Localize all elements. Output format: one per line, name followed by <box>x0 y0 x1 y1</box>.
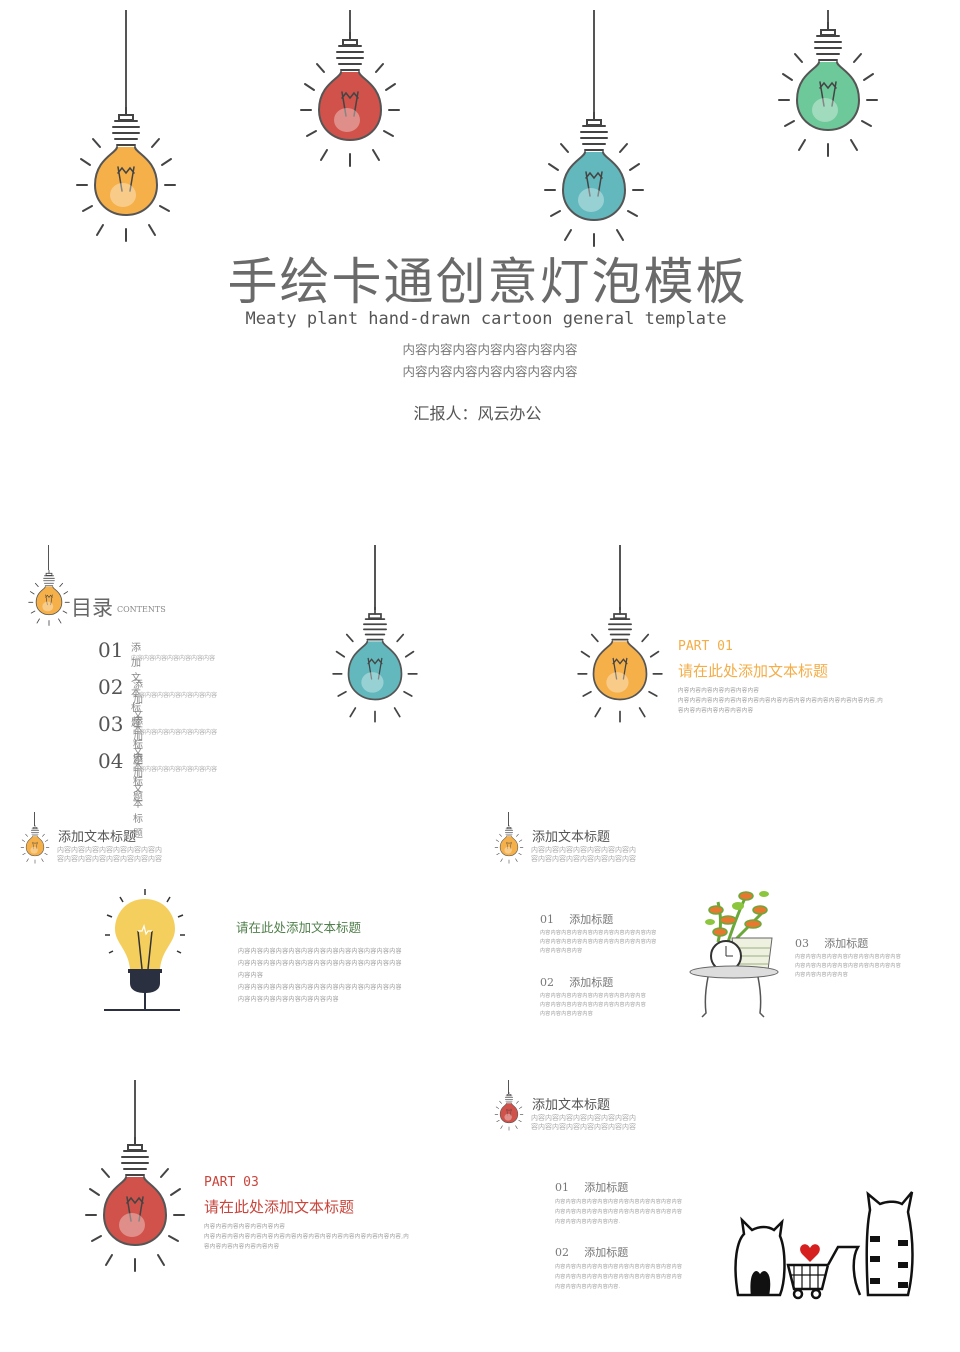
toc-title: 目录 <box>71 596 113 620</box>
item-num: 01 <box>555 1181 569 1194</box>
toc-item-title: 添加文本标题 <box>131 643 141 729</box>
yellow-bulb-icon <box>26 570 72 628</box>
bulb-wire <box>48 545 49 570</box>
bulb-wire <box>134 1080 136 1140</box>
toc-item-title: 添加文本标题 <box>133 680 143 766</box>
teal-bulb-icon <box>539 112 649 252</box>
toc-item-desc: 内容内容内容内容内容内容内容 <box>133 766 218 773</box>
body-line: 内容内容内容内容内容内容内容内容内容内容 <box>540 1002 647 1008</box>
bulb-wire <box>508 1080 509 1094</box>
body-line: 内容内容内容内容内容内容内容内容内容内容内容内容内容 <box>238 984 402 991</box>
body-line: 内容内容内容内容内容内容内容内容内容内容内容内容内容内容内容内容内容,内 <box>204 1234 410 1240</box>
item-title: 添加标题 <box>584 1181 629 1194</box>
body-line: 内容内容内容内容内容内容内容内容内容内容内容内容 <box>555 1264 683 1270</box>
item-title: 添加标题 <box>569 976 614 989</box>
slide-header: 添加文本标题 <box>532 1098 611 1113</box>
toc-title-en: CONTENTS <box>117 605 166 614</box>
toc-num: 03 <box>98 712 124 736</box>
toc-item-title: 添加文本标题 <box>133 717 143 803</box>
part-label: PART 03 <box>204 1175 259 1190</box>
body-line: 内容内容内容内容内容内容内容内容 <box>238 996 339 1003</box>
part-label: PART 01 <box>678 639 733 654</box>
slide-header-desc: 内容内容内容内容内容内容内容内容内容内容内容内容内容内容内容 <box>57 846 162 863</box>
part-title: 请在此处添加文本标题 <box>678 662 829 680</box>
item-num: 03 <box>795 937 809 950</box>
flat-lightbulb-icon <box>104 889 185 1011</box>
slide-header-desc: 内容内容内容内容内容内容内容内容内容内容内容内容内容内容内容 <box>531 846 636 863</box>
bulb-wire <box>125 10 127 108</box>
part-body: 内容内容内容内容内容内容内容内容内容内容内容内容内容内容内容内容内容内容内容内容… <box>678 686 883 716</box>
body-line: 容内容内容内容内容内容内容 <box>678 708 754 714</box>
bulb-wire <box>593 10 595 114</box>
part-title: 请在此处添加文本标题 <box>204 1198 355 1216</box>
body-line: 内容内容内容内容内容内容内容内容内容内容内容内容内容内容内容内容内容,内 <box>678 698 884 704</box>
body-line: 内容内容内容内容内容内容. <box>555 1284 621 1290</box>
list-item: 02 添加标题 内容内容内容内容内容内容内容内容内容内容内容内容内容内容内容内容… <box>555 1241 682 1292</box>
toc-num: 01 <box>98 638 124 662</box>
part-body: 内容内容内容内容内容内容内容内容内容内容内容内容内容内容内容内容内容内容内容内容… <box>204 1222 409 1252</box>
item-title: 添加标题 <box>584 1246 629 1259</box>
body-line: 内容内容内容内容内容内容内容内容内容内容内容 <box>540 930 657 936</box>
slide-title: 请在此处添加文本标题 <box>236 920 362 935</box>
plant-table-illustration <box>689 891 779 1018</box>
toc-item-desc: 内容内容内容内容内容内容内容 <box>133 729 218 736</box>
cats-illustration <box>734 1191 914 1300</box>
list-item: 02 添加标题 内容内容内容内容内容内容内容内容内容内容内容内容内容内容内容内容… <box>540 971 646 1019</box>
toc-item-desc: 内容内容内容内容内容内容内容 <box>131 655 216 662</box>
body-line: 容内容内容内容内容内容内容 <box>204 1244 280 1250</box>
body-line: 内容内容内容内容内容内容. <box>555 1219 621 1225</box>
bulb-wire <box>374 545 376 610</box>
red-bulb-icon <box>295 32 405 172</box>
body-line: 内容内容内容内容 <box>540 948 583 954</box>
toc-item-title: 添加文本标题 <box>133 754 143 840</box>
cover-subtitle: Meaty plant hand-drawn cartoon general t… <box>245 309 727 329</box>
slide-header-desc: 内容内容内容内容内容内容内容内容内容内容内容内容内容内容内容 <box>531 1114 636 1131</box>
item-num: 02 <box>540 976 554 989</box>
list-item: 01 添加标题 内容内容内容内容内容内容内容内容内容内容内容内容内容内容内容内容… <box>555 1176 682 1227</box>
toc-num: 04 <box>98 749 124 773</box>
toc-num: 02 <box>98 675 124 699</box>
toc-item-desc: 内容内容内容内容内容内容内容 <box>133 692 218 699</box>
bulb-wire <box>34 812 35 826</box>
yellow-bulb-icon <box>493 825 525 865</box>
body-line: 内容内容内容内容内容 <box>540 1011 594 1017</box>
cover-title: 手绘卡通创意灯泡模板 <box>227 253 748 311</box>
body-line: 内容内容内容内容内容 <box>795 972 849 978</box>
bulb-wire <box>619 545 621 610</box>
body-line: 内容内容内容内容内容内容内容内容内容内容内容内容 <box>555 1199 683 1205</box>
green-bulb-icon <box>773 22 883 162</box>
item-title: 添加标题 <box>569 913 614 926</box>
body-line: 内容内容内容内容内容内容内容内容内容内容内容 <box>540 939 657 945</box>
bulb-wire <box>827 10 829 24</box>
bulb-wire <box>349 10 351 34</box>
cover-line: 内容内容内容内容内容内容内容 <box>402 364 578 379</box>
red-bulb-icon <box>493 1092 525 1132</box>
cover-reporter: 汇报人：风云办公 <box>413 404 542 423</box>
red-bulb-icon <box>80 1137 190 1277</box>
body-line: 内容内容内容内容内容内容内容内容内容内容 <box>795 963 902 969</box>
teal-bulb-icon <box>328 607 422 727</box>
body-line: 内容内容内容内容内容内容内容内容内容内容内容内容 <box>555 1209 683 1215</box>
list-item: 01 添加标题 内容内容内容内容内容内容内容内容内容内容内容内容内容内容内容内容… <box>540 908 657 956</box>
body-line: 内容内容内容内容内容内容内容内容内容内容内容内容内容 <box>238 948 402 955</box>
list-item: 03 添加标题 内容内容内容内容内容内容内容内容内容内容内容内容内容内容内容内容… <box>795 932 901 980</box>
slide-header: 添加文本标题 <box>58 830 137 845</box>
body-line: 内容内容 <box>238 972 264 979</box>
slide-body: 内容内容内容内容内容内容内容内容内容内容内容内容内容内容内容内容内容内容内容内容… <box>238 946 402 1006</box>
item-title: 添加标题 <box>824 937 869 950</box>
cover-line: 内容内容内容内容内容内容内容 <box>402 342 578 357</box>
yellow-bulb-icon <box>573 607 667 727</box>
yellow-bulb-icon <box>19 825 51 865</box>
body-line: 内容内容内容内容内容内容内容内容内容内容 <box>540 993 647 999</box>
body-line: 内容内容内容内容内容内容内容 <box>204 1224 286 1230</box>
item-num: 01 <box>540 913 554 926</box>
item-num: 02 <box>555 1246 569 1259</box>
yellow-bulb-icon <box>71 107 181 247</box>
body-line: 内容内容内容内容内容内容内容 <box>678 688 760 694</box>
body-line: 内容内容内容内容内容内容内容内容内容内容 <box>795 954 902 960</box>
bulb-wire <box>508 812 509 826</box>
body-line: 内容内容内容内容内容内容内容内容内容内容内容内容 <box>555 1274 683 1280</box>
slide-header: 添加文本标题 <box>532 830 611 845</box>
body-line: 内容内容内容内容内容内容内容内容内容内容内容内容内容 <box>238 960 402 967</box>
